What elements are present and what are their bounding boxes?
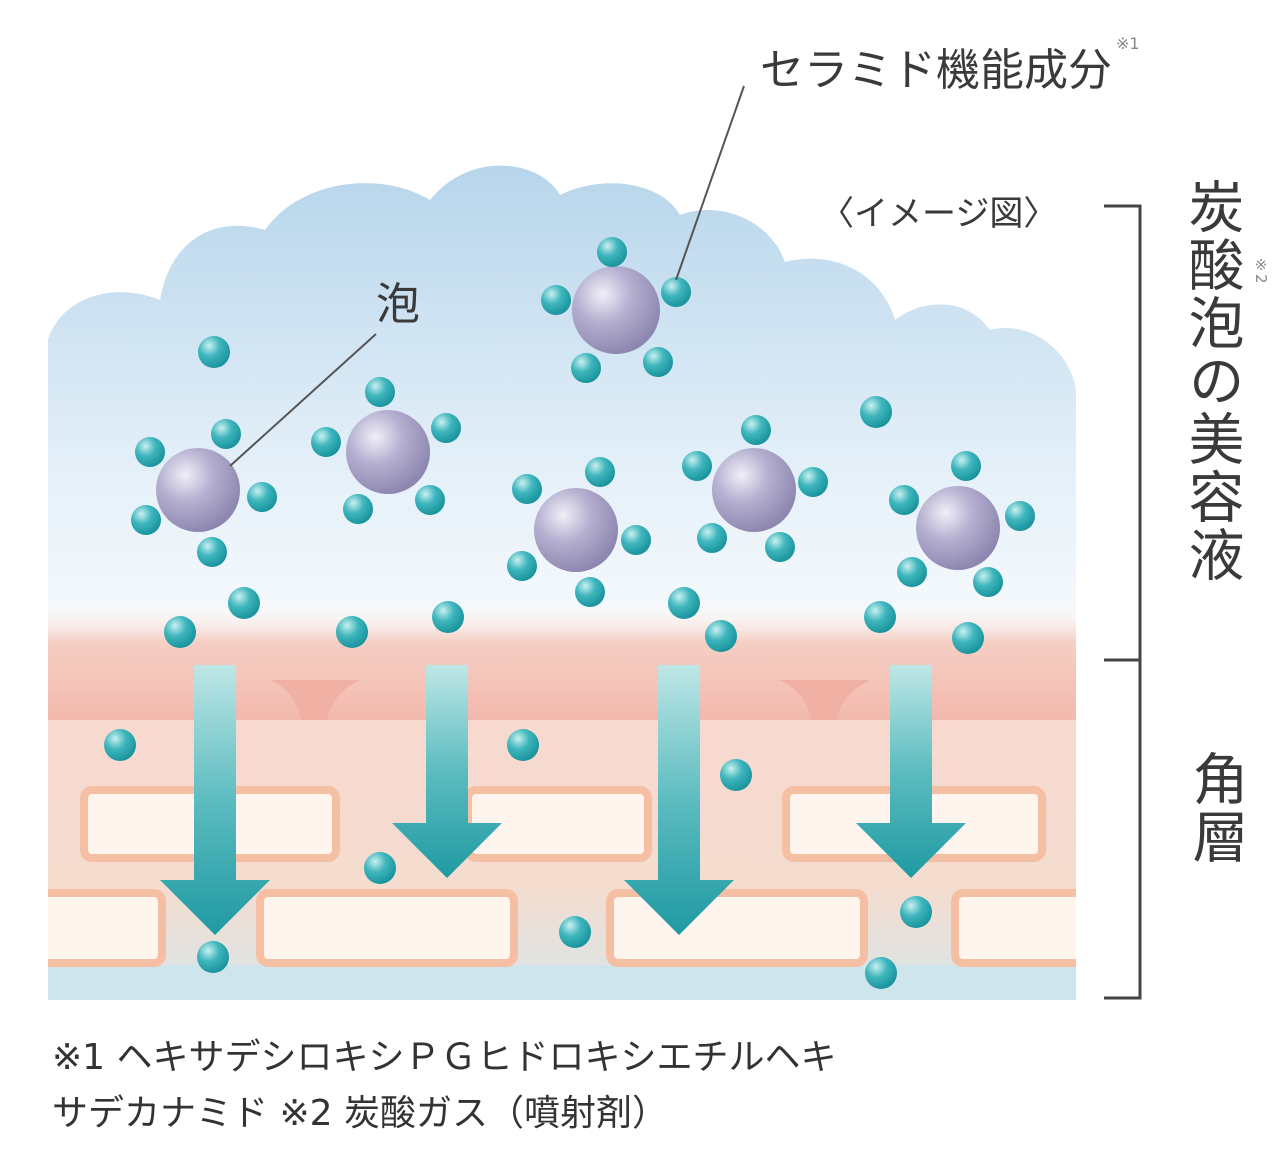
molecule-dot (897, 557, 927, 587)
penetration-arrow (856, 665, 966, 878)
molecule-dot (507, 551, 537, 581)
cell (48, 889, 166, 967)
pore (780, 680, 870, 736)
molecule (311, 377, 461, 524)
molecule-dot (643, 347, 673, 377)
molecule-dot (415, 485, 445, 515)
molecule-dot (131, 505, 161, 535)
foam-leader-line (229, 333, 377, 467)
molecule-dot (135, 437, 165, 467)
image-note: 〈イメージ図〉 (820, 194, 1058, 234)
ceramide-dot (507, 729, 539, 761)
arrows (160, 665, 966, 935)
footnote-line-1: ※1 ヘキサデシロキシＰＧヒドロキシエチルヘキ (52, 1037, 837, 1078)
molecule-dot (889, 485, 919, 515)
cell (256, 889, 518, 967)
molecule-dot (365, 377, 395, 407)
molecule-dot (343, 494, 373, 524)
molecule-dot (575, 577, 605, 607)
molecule (889, 451, 1035, 597)
molecule-dot (597, 237, 627, 267)
molecule-dot (431, 413, 461, 443)
molecule-dot (311, 427, 341, 457)
ceramide-dot (705, 620, 737, 652)
ceramide-dot (860, 396, 892, 428)
pore (270, 680, 360, 736)
ceramide-dot (228, 587, 260, 619)
molecule-dot (697, 523, 727, 553)
ceramide-label-text: セラミド機能成分 (760, 45, 1112, 96)
molecule-core (346, 410, 430, 494)
molecule-core (156, 448, 240, 532)
ceramide-dot (197, 941, 229, 973)
molecule-dot (211, 419, 241, 449)
ceramide-dot (900, 896, 932, 928)
ceramide-dot (864, 601, 896, 633)
ceramide-dot (559, 916, 591, 948)
molecule-dot (765, 532, 795, 562)
molecule-core (572, 266, 660, 354)
molecule (541, 237, 691, 383)
molecule-dot (741, 415, 771, 445)
ceramide-dot (668, 587, 700, 619)
penetration-arrow (392, 665, 502, 878)
skin-base (48, 965, 1076, 1000)
molecule-dot (541, 285, 571, 315)
molecule (682, 415, 828, 562)
serum-bracket (1104, 204, 1142, 1000)
molecule (131, 419, 277, 567)
molecule-dot (571, 353, 601, 383)
molecule-core (712, 448, 796, 532)
molecule-dot (661, 277, 691, 307)
molecule-dot (1005, 501, 1035, 531)
ceramide-dot (432, 601, 464, 633)
molecule-dot (973, 567, 1003, 597)
ceramide-dot (952, 622, 984, 654)
molecule-dot (585, 457, 615, 487)
penetration-arrow (624, 665, 734, 935)
serum-label: 炭酸泡の美容液 (1176, 178, 1246, 584)
serum-label-text: 炭酸泡の美容液 (1179, 178, 1244, 584)
ceramide-dot (364, 852, 396, 884)
molecule-dot (621, 525, 651, 555)
molecule-dot (197, 537, 227, 567)
stratum-label: 角層 (1183, 750, 1248, 866)
ceramide-dot (720, 759, 752, 791)
footnote-line-2: サデカナミド ※2 炭酸ガス（噴射剤） (52, 1093, 668, 1134)
ceramide-label: セラミド機能成分※1 (760, 34, 1140, 98)
molecule-dot (951, 451, 981, 481)
molecule-core (534, 488, 618, 572)
ceramide-note: ※1 (1116, 34, 1140, 53)
molecule-dot (247, 482, 277, 512)
ceramide-dot (104, 729, 136, 761)
molecule-dot (682, 451, 712, 481)
penetration-arrow (160, 665, 270, 935)
ceramide-leader-line (675, 85, 745, 281)
ceramide-dot (198, 336, 230, 368)
foam-label: 泡 (376, 279, 420, 330)
ceramide-dot (164, 616, 196, 648)
serum-note: ※2 (1252, 256, 1270, 284)
molecule-core (916, 486, 1000, 570)
molecule-dot (798, 467, 828, 497)
foam-cloud (48, 165, 1076, 700)
molecule-dot (512, 474, 542, 504)
ceramide-dot (336, 616, 368, 648)
free-dots (104, 336, 984, 989)
cell (951, 889, 1076, 967)
molecule (507, 457, 651, 607)
ceramide-dot (865, 957, 897, 989)
